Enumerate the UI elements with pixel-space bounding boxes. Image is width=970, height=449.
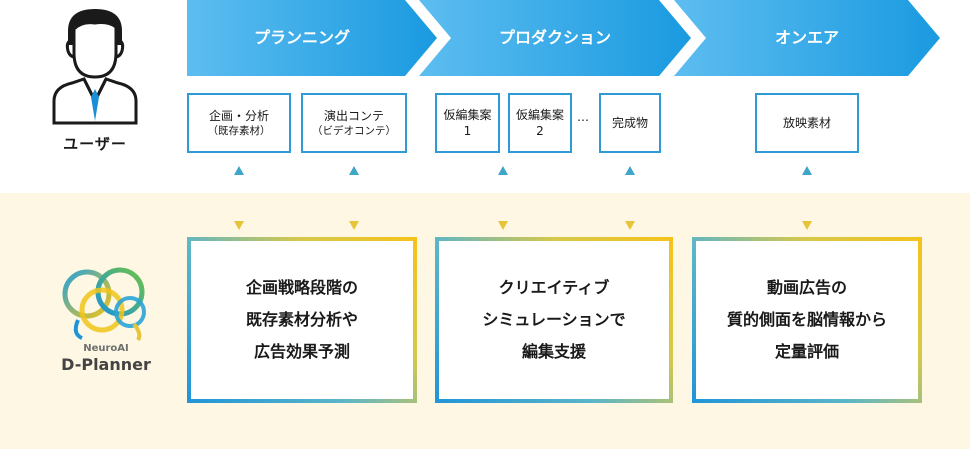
stage-arrow-production: プロダクション — [419, 0, 691, 76]
stage-arrow-onair: オンエア — [674, 0, 940, 76]
doc-title: 放映素材 — [782, 115, 831, 130]
doc-box-final: 完成物 — [599, 93, 661, 153]
doc-title: 完成物 — [611, 115, 648, 130]
doc-box-plan-analysis: 企画・分析 （既存素材） — [187, 93, 291, 153]
user-icon — [52, 9, 138, 125]
doc-subtitle: （ビデオコンテ） — [312, 125, 396, 137]
stage-label: プロダクション — [498, 28, 611, 47]
result-box-planning: 企画戦略段階の 既存素材分析や 広告効果予測 — [187, 237, 417, 403]
result-line: 動画広告の — [766, 278, 847, 297]
doc-subtitle: 1 — [463, 124, 472, 138]
result-line: 編集支援 — [521, 342, 586, 361]
stage-label: プランニング — [253, 28, 350, 47]
doc-title: 仮編集案 — [515, 107, 564, 122]
logo-big-text: D-Planner — [61, 355, 151, 374]
stage-label: オンエア — [774, 28, 839, 47]
doc-box-rough-edit-2: 仮編集案 2 — [508, 93, 572, 153]
result-box-production: クリエイティブ シミュレーションで 編集支援 — [435, 237, 673, 403]
connector-arrow — [802, 166, 812, 230]
doc-box-broadcast: 放映素材 — [755, 93, 859, 153]
doc-box-storyboard: 演出コンテ （ビデオコンテ） — [301, 93, 407, 153]
doc-subtitle: （既存素材） — [207, 125, 271, 137]
result-line: 定量評価 — [774, 342, 839, 361]
result-box-onair: 動画広告の 質的側面を脳情報から 定量評価 — [692, 237, 922, 403]
neuroai-dplanner-logo: NeuroAI D-Planner — [42, 262, 170, 387]
doc-title: 演出コンテ — [323, 108, 384, 123]
result-text: 動画広告の 質的側面を脳情報から 定量評価 — [696, 241, 918, 399]
arrow-shape — [674, 0, 940, 76]
user-section: ユーザー — [40, 5, 150, 155]
connector-arrow — [625, 166, 635, 230]
stage-arrow-planning: プランニング — [187, 0, 437, 76]
doc-title: 仮編集案 — [443, 107, 492, 122]
result-text: 企画戦略段階の 既存素材分析や 広告効果予測 — [191, 241, 413, 399]
doc-box-rough-edit-1: 仮編集案 1 — [435, 93, 500, 153]
result-text: クリエイティブ シミュレーションで 編集支援 — [439, 241, 669, 399]
arrow-shape — [187, 0, 437, 76]
user-label: ユーザー — [63, 135, 127, 153]
connector-arrow — [234, 166, 244, 230]
connector-arrow — [349, 166, 359, 230]
result-line: シミュレーションで — [482, 310, 626, 329]
doc-title: 企画・分析 — [208, 108, 269, 123]
result-line: 既存素材分析や — [245, 310, 358, 329]
logo-small-text: NeuroAI — [83, 343, 129, 354]
connector-arrow — [498, 166, 508, 230]
result-line: クリエイティブ — [498, 278, 610, 297]
arrow-shape — [419, 0, 691, 76]
result-line: 広告効果予測 — [253, 342, 350, 361]
result-line: 質的側面を脳情報から — [726, 310, 887, 329]
ellipsis: … — [577, 110, 589, 124]
result-line: 企画戦略段階の — [245, 278, 358, 297]
doc-subtitle: 2 — [536, 124, 544, 138]
neuroai-brain-logo — [62, 267, 146, 342]
